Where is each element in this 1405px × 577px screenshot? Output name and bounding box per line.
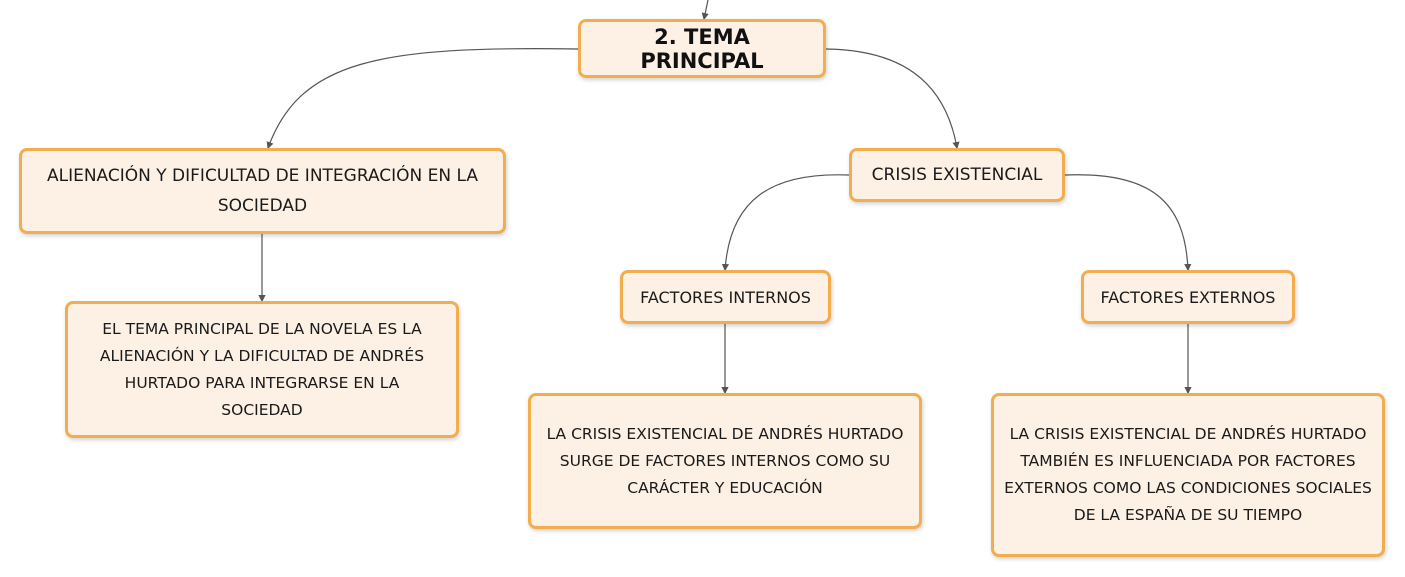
connector-crisis-to-internos [721,174,850,272]
node-label: EL TEMA PRINCIPAL DE LA NOVELA ES LA ALI… [99,319,425,419]
connector-parent-to-root [701,0,709,21]
node-crisis-existencial[interactable]: CRISIS EXISTENCIAL [849,148,1065,202]
node-label: FACTORES INTERNOS [640,287,811,307]
node-label: LA CRISIS EXISTENCIAL DE ANDRÉS HURTADO … [546,424,904,497]
node-label: 2. TEMA PRINCIPAL [640,24,764,73]
connector-crisis-to-externos [1064,174,1192,272]
node-factores-internos-detalle[interactable]: LA CRISIS EXISTENCIAL DE ANDRÉS HURTADO … [528,393,922,529]
node-tema-principal[interactable]: 2. TEMA PRINCIPAL [578,19,826,78]
node-factores-externos-detalle[interactable]: LA CRISIS EXISTENCIAL DE ANDRÉS HURTADO … [991,393,1385,557]
node-label: CRISIS EXISTENCIAL [871,165,1043,185]
node-label: ALIENACIÓN Y DIFICULTAD DE INTEGRACIÓN E… [46,166,479,216]
node-alienacion[interactable]: ALIENACIÓN Y DIFICULTAD DE INTEGRACIÓN E… [19,148,506,234]
node-alienacion-detalle[interactable]: EL TEMA PRINCIPAL DE LA NOVELA ES LA ALI… [65,301,459,438]
connector-root-to-crisis [825,48,960,150]
node-factores-externos[interactable]: FACTORES EXTERNOS [1081,270,1295,324]
node-label: FACTORES EXTERNOS [1100,287,1276,307]
connector-root-to-alienacion [266,48,579,150]
node-factores-internos[interactable]: FACTORES INTERNOS [620,270,831,324]
node-label: LA CRISIS EXISTENCIAL DE ANDRÉS HURTADO … [1004,425,1372,524]
